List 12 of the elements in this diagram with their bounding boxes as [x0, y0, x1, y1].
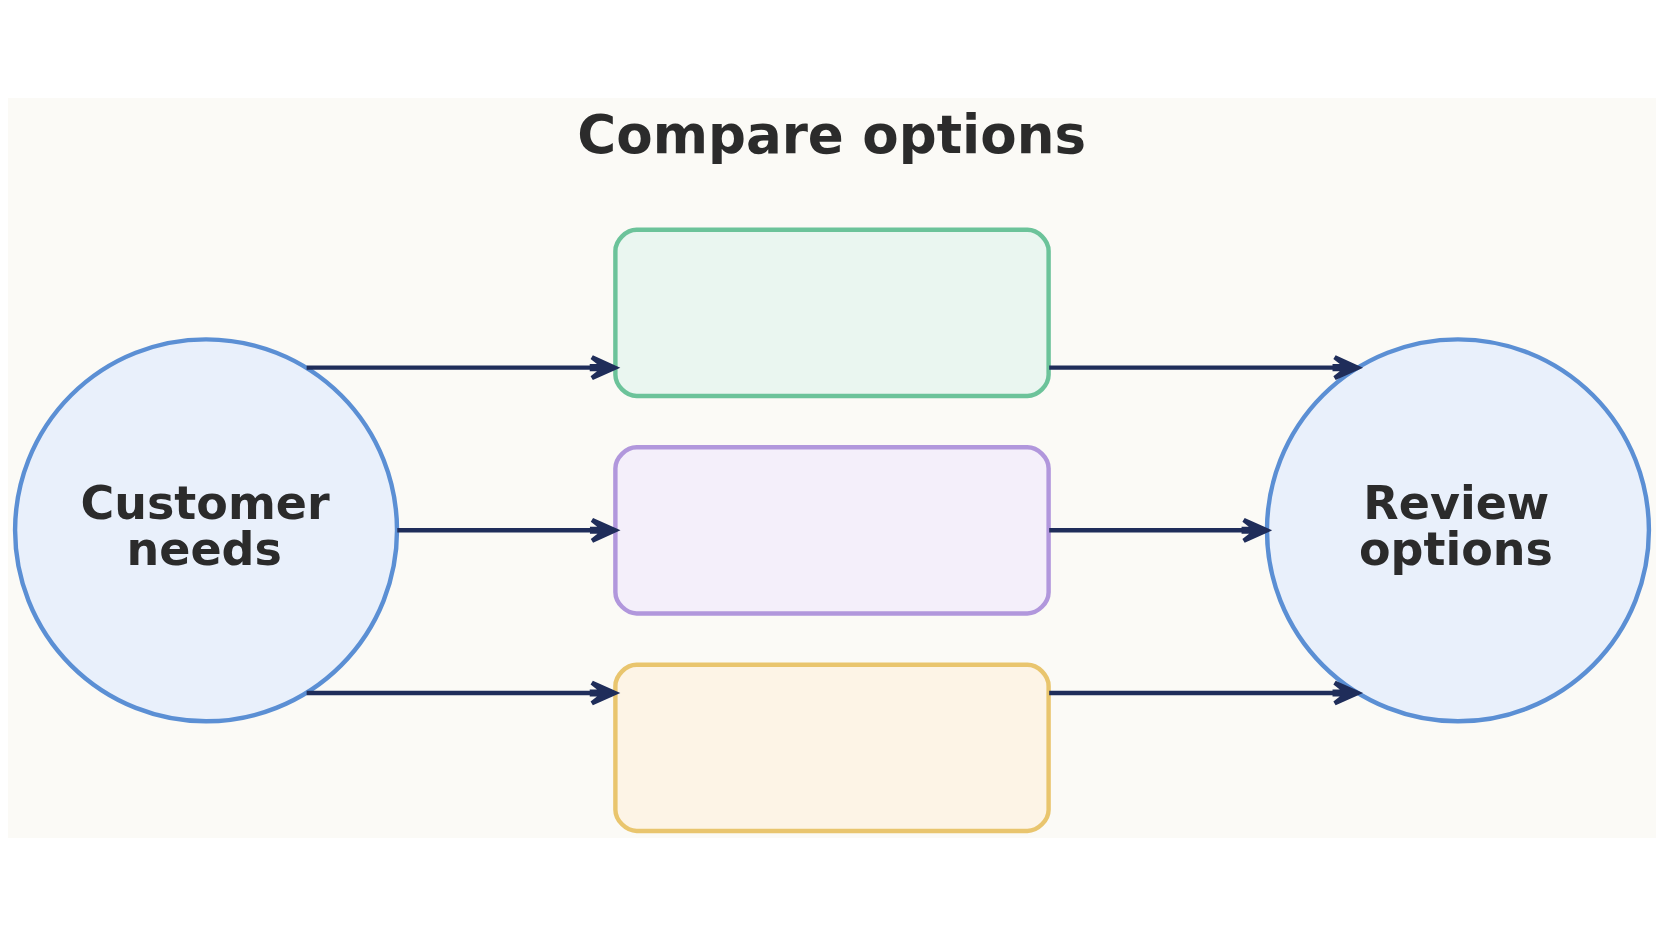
label: Compare options [577, 103, 1086, 166]
arrow [1049, 517, 1269, 543]
arrow [397, 517, 618, 543]
arrow [306, 355, 618, 381]
arrow [306, 680, 618, 706]
arrow [1049, 680, 1360, 706]
node-box [613, 662, 1051, 834]
node-circle: Review options [1264, 337, 1652, 724]
arrow [1049, 355, 1360, 381]
node-box [613, 227, 1051, 399]
node-box [613, 445, 1051, 616]
node-circle: Customer needs [12, 337, 400, 724]
